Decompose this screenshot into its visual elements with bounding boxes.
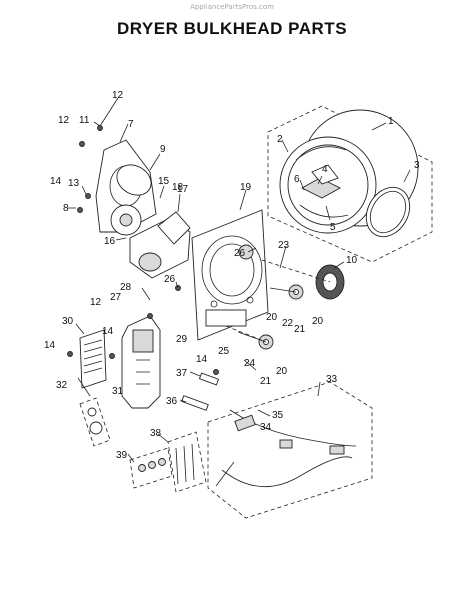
callout-39: 39 bbox=[116, 450, 128, 461]
callout-29: 29 bbox=[176, 334, 188, 345]
callout-1: 1 bbox=[388, 116, 394, 127]
callout-20-a: 20 bbox=[266, 312, 278, 323]
wire-harness[interactable] bbox=[207, 381, 373, 519]
callout-34: 34 bbox=[260, 422, 272, 433]
callout-26-upper: 26 bbox=[234, 248, 246, 259]
callout-17: 17 bbox=[177, 184, 189, 195]
page-title: DRYER BULKHEAD PARTS bbox=[116, 19, 348, 38]
callout-9: 9 bbox=[160, 144, 166, 155]
callout-26-lower: 26 bbox=[164, 274, 176, 285]
callout-30: 30 bbox=[62, 316, 74, 327]
drum-rear-seal[interactable] bbox=[358, 179, 419, 244]
callout-38: 38 bbox=[150, 428, 162, 439]
callout-22: 22 bbox=[282, 318, 294, 329]
callout-25: 25 bbox=[218, 346, 230, 357]
callout-21-a: 21 bbox=[294, 324, 306, 335]
callout-8: 8 bbox=[63, 203, 69, 214]
drum-assembly[interactable] bbox=[267, 105, 433, 263]
lint-screen[interactable] bbox=[79, 329, 107, 389]
callout-21-b: 21 bbox=[260, 376, 272, 387]
wire-nut-kit[interactable] bbox=[129, 447, 173, 489]
callout-15: 15 bbox=[158, 176, 170, 187]
callout-6: 6 bbox=[294, 174, 300, 185]
blower-seal[interactable] bbox=[111, 159, 156, 201]
screw-hardware[interactable] bbox=[67, 125, 219, 375]
callout-14-d: 14 bbox=[196, 354, 208, 365]
moisture-sensor[interactable] bbox=[181, 395, 209, 411]
callout-7: 7 bbox=[128, 119, 134, 130]
callout-20-b: 20 bbox=[312, 316, 324, 327]
callout-4: 4 bbox=[322, 164, 328, 175]
callout-28: 28 bbox=[120, 282, 132, 293]
callout-12-upper: 12 bbox=[112, 90, 124, 101]
watermark-text: AppliancePartsPros.com bbox=[190, 3, 274, 11]
callout-12-top: 12 bbox=[58, 115, 70, 126]
callout-20-c: 20 bbox=[276, 366, 288, 377]
callout-11: 11 bbox=[79, 115, 90, 126]
callout-18: 18 bbox=[172, 182, 184, 193]
callout-10: 10 bbox=[346, 255, 358, 266]
callout-31: 31 bbox=[112, 386, 124, 397]
front-bulkhead[interactable] bbox=[191, 209, 269, 341]
callout-27: 27 bbox=[110, 292, 122, 303]
callout-14-b: 14 bbox=[102, 326, 114, 337]
callout-12-lower: 12 bbox=[90, 297, 102, 308]
lint-screen-housing[interactable] bbox=[121, 315, 161, 409]
callout-23: 23 bbox=[278, 240, 290, 251]
callout-2: 2 bbox=[277, 134, 283, 145]
callout-36: 36 bbox=[166, 396, 178, 407]
callout-33: 33 bbox=[326, 374, 338, 385]
callout-16: 16 bbox=[104, 236, 116, 247]
callout-14-c: 14 bbox=[44, 340, 56, 351]
thermistor[interactable] bbox=[198, 372, 220, 386]
blower-wheel[interactable] bbox=[110, 204, 142, 236]
callout-35: 35 bbox=[272, 410, 284, 421]
callout-3: 3 bbox=[414, 160, 420, 171]
callout-5: 5 bbox=[330, 222, 336, 233]
callout-24: 24 bbox=[244, 358, 256, 369]
callout-13: 13 bbox=[68, 178, 80, 189]
hose-clamp-assembly[interactable] bbox=[79, 397, 111, 447]
callout-19: 19 bbox=[240, 182, 252, 193]
terminal-kit[interactable] bbox=[167, 431, 207, 493]
callout-32: 32 bbox=[56, 380, 68, 391]
callout-37: 37 bbox=[176, 368, 188, 379]
callout-14-a: 14 bbox=[50, 176, 62, 187]
duct-mount[interactable] bbox=[157, 211, 191, 245]
